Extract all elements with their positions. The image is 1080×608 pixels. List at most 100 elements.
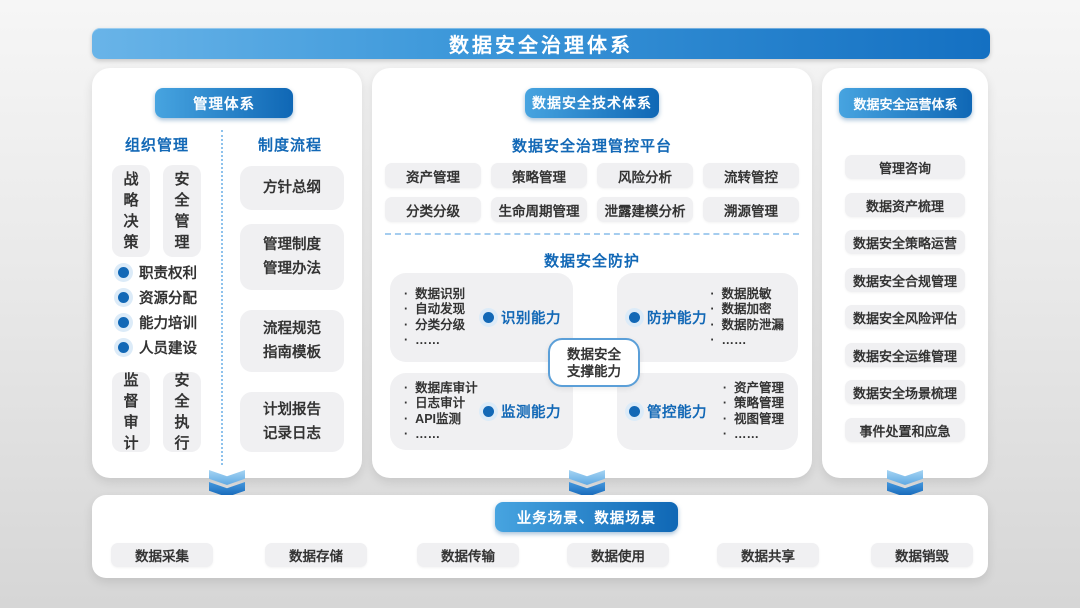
scenario-chip: 数据共享 [717,543,819,567]
capability-label: 监测能力 [501,405,561,421]
operations-item: 数据安全策略运营 [845,230,965,254]
capability-item: 数据加密 [710,302,784,318]
bullet-label: 人员建设 [139,340,197,357]
capability-item: …… [404,427,478,443]
double-chevron-down-icon [209,470,245,497]
capability-item: 数据库审计 [404,381,478,397]
operations-item: 管理咨询 [845,155,965,179]
capability-label: 防护能力 [647,311,707,327]
capability-item: 数据脱敏 [710,287,784,303]
operations-item: 数据安全风险评估 [845,305,965,329]
scenario-chip: 数据使用 [567,543,669,567]
vertical-label-box: 安全执行 [163,372,201,452]
management-system-panel: 管理体系 组织管理 制度流程 战略决策 安全管理 职责权利 资源分配 能力培训 … [92,68,362,478]
capability-label: 识别能力 [501,311,561,327]
scenario-chip: 数据销毁 [871,543,973,567]
halo-dot-icon [629,312,640,323]
technology-system-panel: 数据安全技术体系 数据安全治理管控平台 资产管理 策略管理 风险分析 流转管控 … [372,68,812,478]
platform-function-chip: 流转管控 [703,163,799,188]
capability-item: 数据防泄漏 [710,318,784,334]
platform-function-chip: 分类分级 [385,197,481,222]
horizontal-dashed-divider [385,233,799,235]
capability-item-list: 数据库审计 日志审计 API监测 …… [404,381,478,443]
process-flow-title: 制度流程 [257,137,322,154]
chevron-bottom [887,482,923,497]
operations-item: 数据安全场景梳理 [845,380,965,404]
halo-dot-icon [118,266,129,278]
halo-dot-icon [483,406,494,417]
scenario-chip: 数据传输 [417,543,519,567]
support-capability-line: 数据安全 [567,346,621,362]
bullet-item: 职责权利 [118,262,197,282]
capability-box-control: 管控能力 资产管理 策略管理 视图管理 …… [617,373,798,450]
vertical-label-box: 安全管理 [163,165,201,257]
operations-system-header: 数据安全运营体系 [839,88,972,118]
capability-item: 日志审计 [404,396,478,412]
process-box-line: 方针总纲 [263,180,321,196]
capability-item: 策略管理 [723,396,784,412]
bullet-label: 职责权利 [139,265,197,282]
process-box: 方针总纲 [240,166,344,210]
chevron-top [209,470,245,485]
capability-label: 管控能力 [647,405,707,421]
halo-dot-icon [118,291,129,303]
scenario-chip: 数据存储 [265,543,367,567]
chevron-top [569,470,605,485]
main-title: 数据安全治理体系 [449,35,633,57]
process-box: 计划报告 记录日志 [240,392,344,452]
capability-item-list: 数据识别 自动发现 分类分级 …… [404,287,465,349]
bullet-item: 人员建设 [118,337,197,357]
bullet-item: 能力培训 [118,312,197,332]
capability-item: 资产管理 [723,381,784,397]
chevron-bottom [209,482,245,497]
capability-box-protect: 防护能力 数据脱敏 数据加密 数据防泄漏 …… [617,273,798,362]
capability-box-monitor: 数据库审计 日志审计 API监测 …… 监测能力 [390,373,573,450]
operations-item: 数据安全运维管理 [845,343,965,367]
process-box-line: 指南模板 [263,345,321,361]
capability-item-list: 数据脱敏 数据加密 数据防泄漏 …… [710,287,784,349]
capability-label-group: 识别能力 [483,307,561,328]
platform-function-chip: 策略管理 [491,163,587,188]
capability-item: 视图管理 [723,412,784,428]
bullet-label: 资源分配 [139,290,197,307]
management-system-header: 管理体系 [155,88,293,118]
process-box-line: 流程规范 [263,321,321,337]
capability-label-group: 管控能力 [629,401,707,422]
protection-title: 数据安全防护 [543,253,640,270]
vertical-label-box: 战略决策 [112,165,150,257]
capability-item: 分类分级 [404,318,465,334]
platform-function-chip: 资产管理 [385,163,481,188]
operations-item: 事件处置和应急 [845,418,965,442]
platform-function-chip: 生命周期管理 [491,197,587,222]
main-title-banner: 数据安全治理体系 [92,28,990,59]
chevron-bottom [569,482,605,497]
scenario-chip: 数据采集 [111,543,213,567]
platform-function-chip: 泄露建模分析 [597,197,693,222]
vertical-label-box: 监督审计 [112,372,150,452]
capability-item: …… [710,333,784,349]
scenario-header: 业务场景、数据场景 [495,502,678,532]
capability-label-group: 监测能力 [483,401,561,422]
capability-item: 数据识别 [404,287,465,303]
capability-item: …… [723,427,784,443]
operations-system-panel: 数据安全运营体系 管理咨询 数据资产梳理 数据安全策略运营 数据安全合规管理 数… [822,68,988,478]
technology-system-header: 数据安全技术体系 [525,88,659,118]
org-management-title: 组织管理 [124,137,189,154]
double-chevron-down-icon [569,470,605,497]
chevron-top [887,470,923,485]
capability-item: API监测 [404,412,478,428]
process-box: 流程规范 指南模板 [240,310,344,372]
halo-dot-icon [118,341,129,353]
scenario-panel: 业务场景、数据场景 数据采集 数据存储 数据传输 数据使用 数据共享 数据销毁 [92,495,988,578]
halo-dot-icon [483,312,494,323]
double-chevron-down-icon [887,470,923,497]
process-box-line: 计划报告 [263,402,321,418]
bullet-item: 资源分配 [118,287,197,307]
process-box-line: 记录日志 [263,426,321,442]
halo-dot-icon [118,316,129,328]
halo-dot-icon [629,406,640,417]
capability-item: …… [404,333,465,349]
process-box-line: 管理办法 [263,261,321,277]
bullet-label: 能力培训 [139,315,197,332]
